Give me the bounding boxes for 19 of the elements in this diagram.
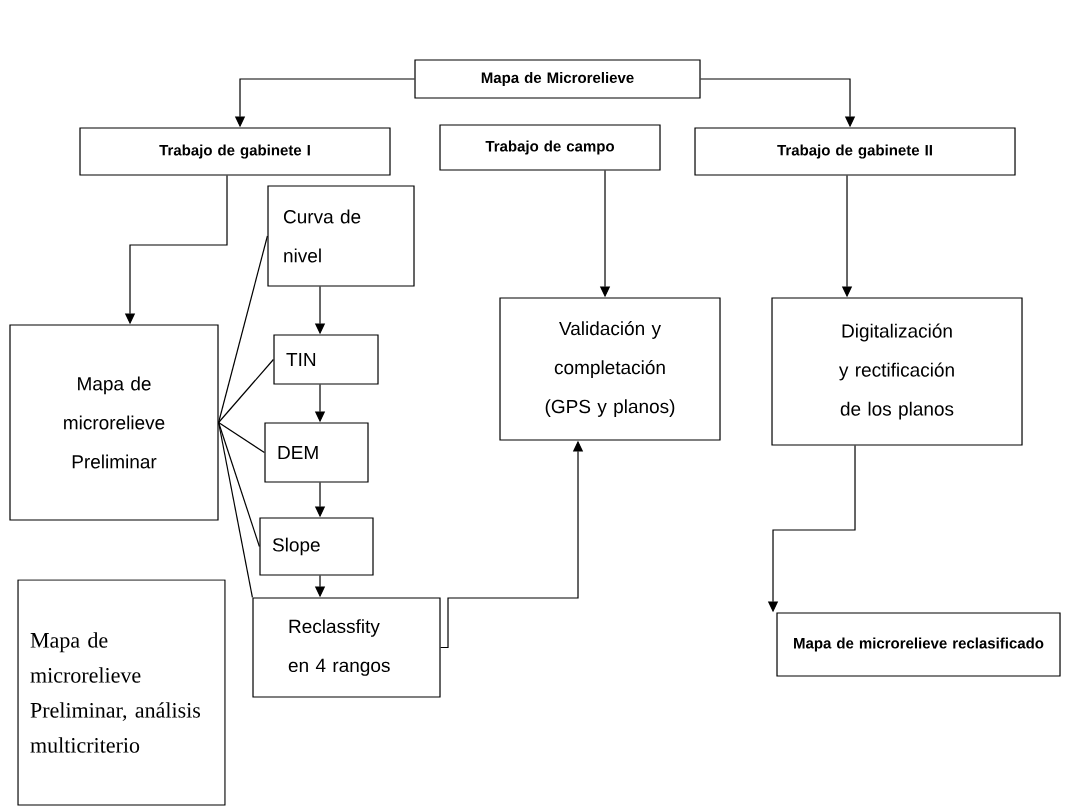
connector-line [218,235,268,424]
process-box: TIN [273,334,379,385]
heading-box: Mapa de microrelieve reclasificado [776,612,1061,677]
heading-box: Trabajo de gabinete I [79,127,391,176]
process-box: DEM [264,422,369,483]
note-box: Mapa de microrelieve Preliminar, análisis multicriterio [17,579,226,806]
process-box: Slope [259,517,374,576]
heading-box: Mapa de Microrelieve [414,59,701,99]
heading-box: Trabajo de campo [439,124,661,171]
connector-line [218,358,274,424]
process-box: Reclassfity en 4 rangos [252,597,441,698]
process-box: Validación y completación (GPS y planos) [499,297,721,441]
process-box: Digitalización y rectificación de los planos [771,297,1023,446]
connector-line [218,421,265,454]
process-box: Curva de nivel [267,185,415,287]
connector-line [218,421,253,598]
heading-box: Trabajo de gabinete II [694,127,1016,176]
connector-line [218,421,260,548]
process-box: Mapa de microrelieve Preliminar [9,324,219,521]
